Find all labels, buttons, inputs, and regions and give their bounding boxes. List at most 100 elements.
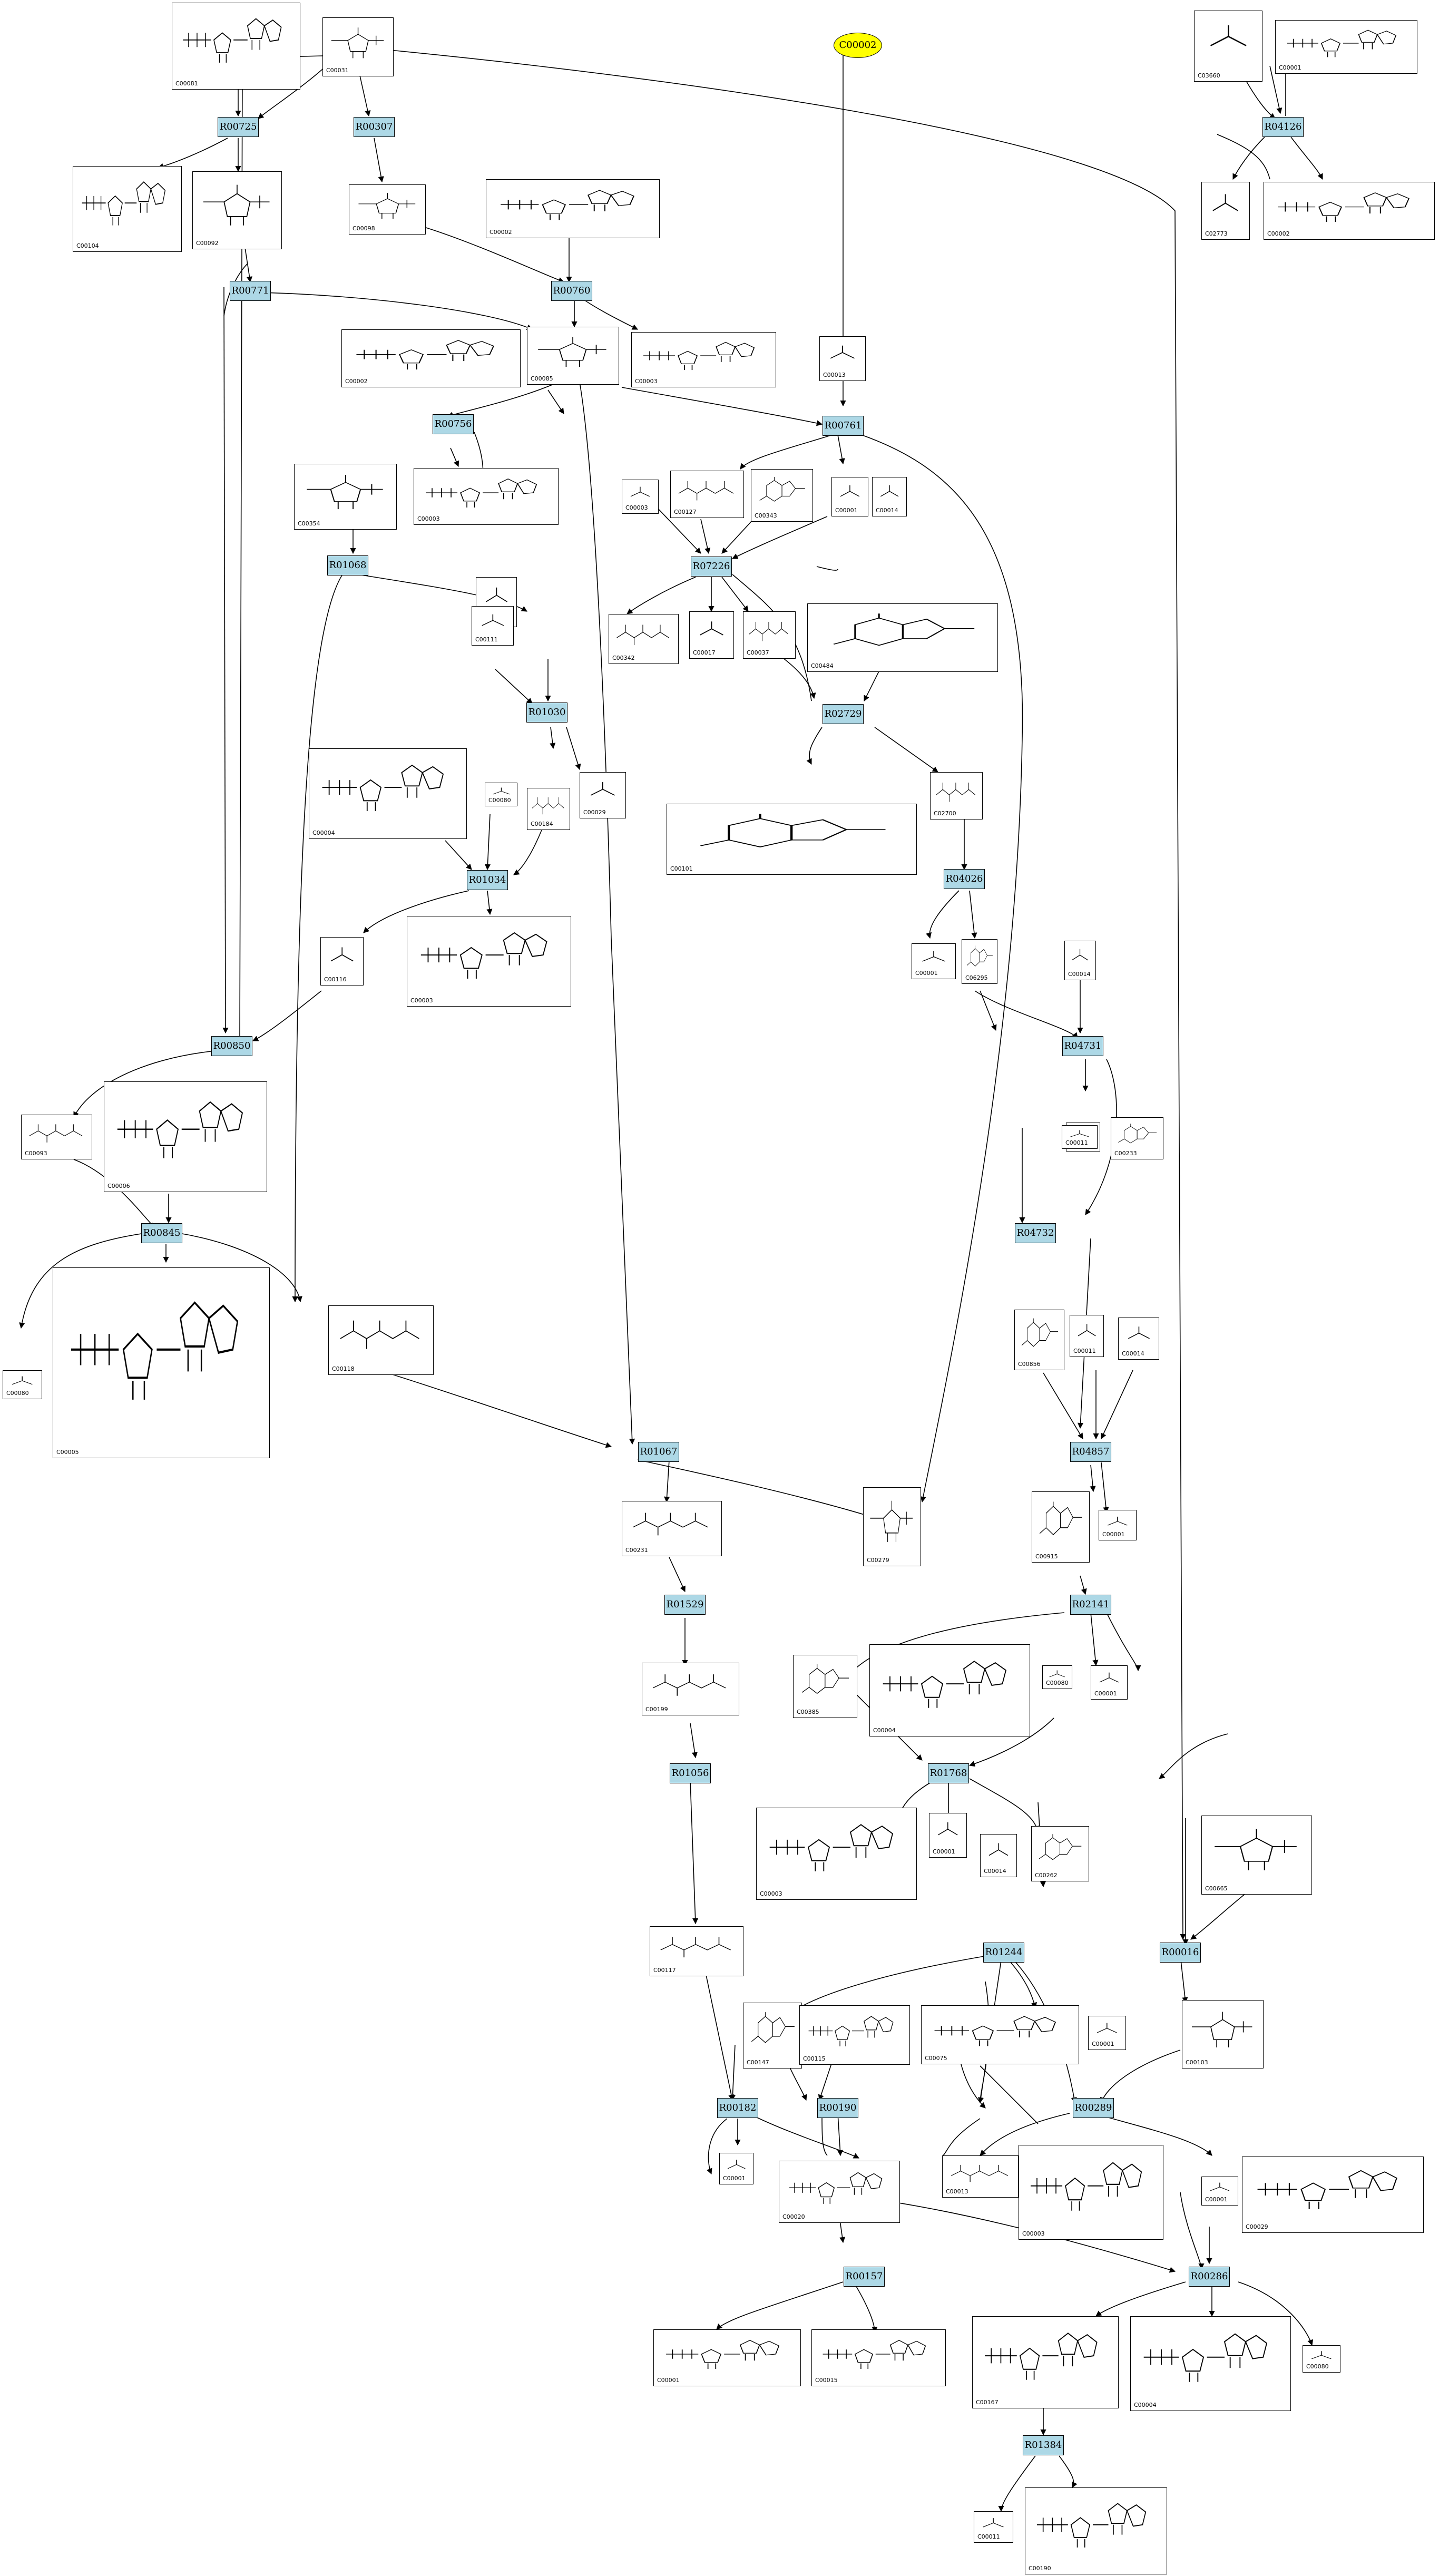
compound-node[interactable]: C00004 xyxy=(309,748,467,839)
compound-node[interactable]: C00006 xyxy=(104,1081,267,1192)
compound-node[interactable]: C00080 xyxy=(485,783,517,806)
compound-node[interactable]: C00037 xyxy=(743,611,796,659)
reaction-node[interactable]: R00850 xyxy=(211,1036,252,1056)
reaction-node[interactable]: R02729 xyxy=(823,704,864,724)
compound-node[interactable]: C00003 xyxy=(622,480,659,514)
reaction-node[interactable]: R01768 xyxy=(928,1763,969,1783)
compound-node[interactable]: C00116 xyxy=(320,937,364,985)
compound-node[interactable]: C00342 xyxy=(609,614,679,664)
compound-node[interactable]: C00093 xyxy=(21,1115,92,1159)
reaction-node[interactable]: R00845 xyxy=(141,1223,182,1243)
reaction-node[interactable]: R00190 xyxy=(817,2098,858,2118)
compound-node[interactable]: C00354 xyxy=(294,464,397,530)
compound-node[interactable]: C00001 xyxy=(719,2153,753,2184)
compound-node[interactable]: C00003 xyxy=(1019,2145,1163,2240)
compound-node[interactable]: C00001 xyxy=(1091,1665,1128,1700)
compound-node[interactable]: C00005 xyxy=(53,1267,270,1458)
compound-node[interactable]: C00011 xyxy=(1062,1125,1098,1149)
compound-node[interactable]: C00001 xyxy=(831,477,868,516)
compound-node[interactable]: C00013 xyxy=(819,336,866,381)
reaction-node[interactable]: R00182 xyxy=(717,2098,758,2118)
compound-node[interactable]: C00081 xyxy=(172,3,300,90)
compound-node[interactable]: C00001 xyxy=(1099,1510,1137,1540)
compound-node[interactable]: C00117 xyxy=(650,1926,743,1976)
compound-node[interactable]: C00029 xyxy=(1242,2157,1424,2233)
reaction-node[interactable]: R04732 xyxy=(1015,1223,1056,1243)
compound-node[interactable]: C00031 xyxy=(322,17,394,76)
reaction-node[interactable]: R04026 xyxy=(944,869,985,889)
compound-node[interactable]: C00001 xyxy=(912,943,956,979)
reaction-node[interactable]: R04857 xyxy=(1070,1442,1111,1462)
compound-node[interactable]: C00092 xyxy=(192,171,282,249)
compound-node[interactable]: C00098 xyxy=(349,184,426,235)
reaction-node[interactable]: R02141 xyxy=(1070,1595,1111,1615)
reaction-node[interactable]: R01244 xyxy=(983,1943,1024,1963)
compound-node[interactable]: C00011 xyxy=(974,2511,1013,2543)
compound-node[interactable]: C00002 xyxy=(1264,182,1435,240)
compound-node[interactable]: C00011 xyxy=(1070,1315,1104,1357)
compound-node[interactable]: C00118 xyxy=(328,1305,434,1375)
compound-node[interactable]: C00231 xyxy=(622,1501,722,1556)
compound-node[interactable]: C00080 xyxy=(1042,1665,1072,1689)
compound-node[interactable]: C00856 xyxy=(1014,1310,1064,1370)
reaction-node[interactable]: R00289 xyxy=(1073,2098,1114,2118)
compound-node[interactable]: C00002 xyxy=(341,329,521,387)
compound-node[interactable]: C00115 xyxy=(799,2005,910,2065)
compound-node[interactable]: C00080 xyxy=(3,1370,42,1399)
compound-node[interactable]: C00111 xyxy=(472,606,514,646)
reaction-node[interactable]: R04731 xyxy=(1062,1036,1103,1056)
compound-node[interactable]: C00104 xyxy=(73,166,182,252)
compound-node[interactable]: C00001 xyxy=(1201,2177,1238,2206)
compound-node[interactable]: C02700 xyxy=(930,772,983,819)
compound-node[interactable]: C00279 xyxy=(863,1487,921,1566)
reaction-node[interactable]: R00760 xyxy=(551,281,592,301)
reaction-node[interactable]: R00286 xyxy=(1189,2267,1230,2287)
compound-node[interactable]: C00001 xyxy=(929,1813,967,1858)
compound-node[interactable]: C00190 xyxy=(1025,2487,1167,2574)
reaction-node[interactable]: R01529 xyxy=(664,1595,706,1615)
compound-node[interactable]: C00014 xyxy=(872,477,907,516)
compound-node[interactable]: C00003 xyxy=(407,916,571,1007)
compound-node[interactable]: C00004 xyxy=(1130,2316,1291,2411)
compound-node[interactable]: C00385 xyxy=(793,1655,857,1718)
compound-node[interactable]: C00001 xyxy=(1088,2016,1126,2050)
compound-node[interactable]: C00017 xyxy=(689,611,734,659)
reaction-node[interactable]: R01384 xyxy=(1023,2435,1064,2455)
compound-node[interactable]: C06295 xyxy=(962,939,997,984)
compound-node[interactable]: C00003 xyxy=(414,468,559,525)
compound-node[interactable]: C00343 xyxy=(751,469,813,522)
compound-node[interactable]: C00003 xyxy=(756,1808,917,1900)
reaction-node[interactable]: R00307 xyxy=(354,117,395,137)
compound-node[interactable]: C03660 xyxy=(1194,11,1262,82)
compound-node[interactable]: C00001 xyxy=(653,2329,801,2386)
compound-node[interactable]: C00020 xyxy=(779,2161,900,2223)
compound-node[interactable]: C00080 xyxy=(1303,2345,1340,2373)
compound-node[interactable]: C00029 xyxy=(580,772,626,818)
compound-node[interactable]: C00103 xyxy=(1182,2000,1264,2068)
reaction-node[interactable]: R00771 xyxy=(230,281,271,301)
compound-node[interactable]: C00233 xyxy=(1111,1117,1163,1159)
reaction-node[interactable]: R01030 xyxy=(526,702,567,723)
reaction-node[interactable]: R00016 xyxy=(1160,1943,1201,1963)
compound-node[interactable]: C00127 xyxy=(670,471,744,518)
compound-node[interactable]: C00015 xyxy=(811,2329,946,2386)
compound-node[interactable]: C00075 xyxy=(921,2005,1079,2064)
reaction-node[interactable]: R01034 xyxy=(467,870,508,890)
compound-node[interactable]: C00167 xyxy=(972,2316,1119,2408)
compound-node[interactable]: C00014 xyxy=(1064,941,1096,980)
reaction-node[interactable]: R01067 xyxy=(638,1442,679,1462)
reaction-node[interactable]: R07226 xyxy=(691,557,732,577)
reaction-node[interactable]: R00756 xyxy=(433,414,474,434)
compound-node[interactable]: C02773 xyxy=(1201,182,1250,240)
compound-node[interactable]: C00665 xyxy=(1201,1816,1312,1895)
reaction-node[interactable]: R01056 xyxy=(670,1763,711,1783)
reaction-node[interactable]: R00725 xyxy=(218,117,259,137)
compound-node[interactable]: C00002 xyxy=(486,179,660,238)
compound-node[interactable]: C00013 xyxy=(942,2155,1019,2198)
compound-node[interactable]: C00001 xyxy=(1275,20,1417,74)
compound-node[interactable]: C00085 xyxy=(527,327,619,385)
compound-node[interactable]: C00147 xyxy=(743,2003,802,2068)
compound-node[interactable]: C00184 xyxy=(527,788,570,830)
compound-node[interactable]: C00484 xyxy=(807,603,998,672)
compound-node[interactable]: C00199 xyxy=(642,1663,739,1715)
